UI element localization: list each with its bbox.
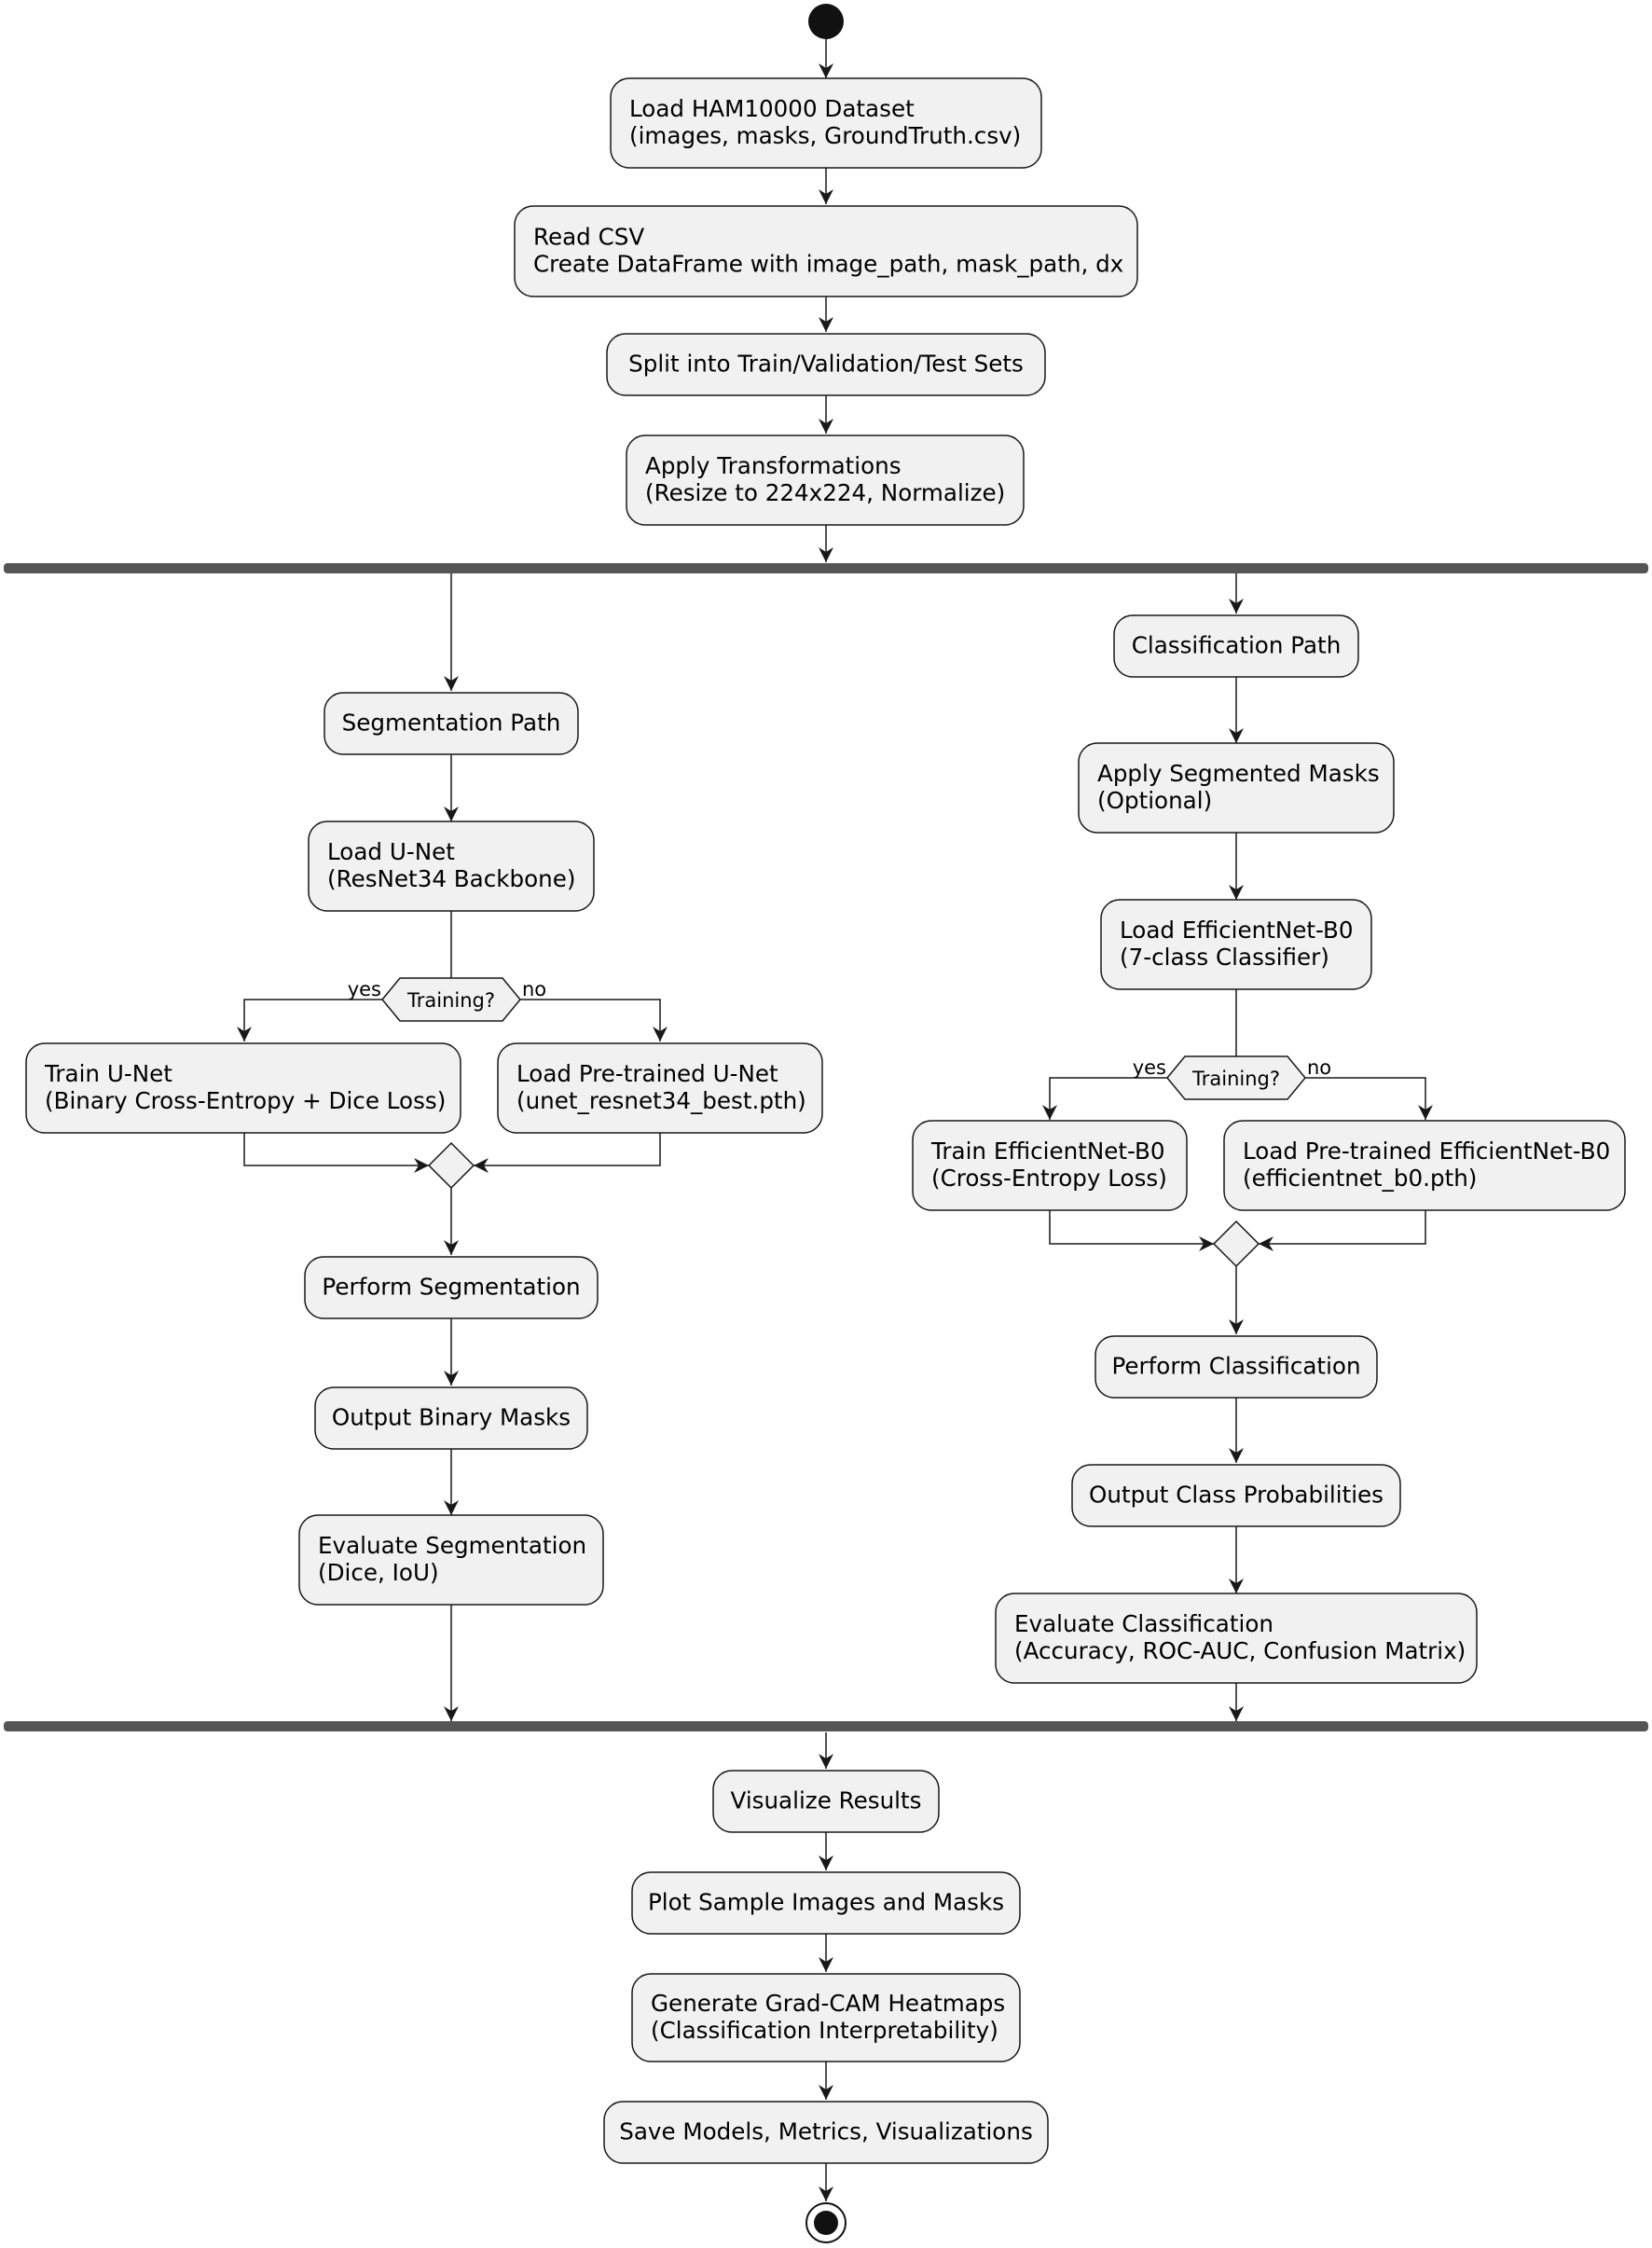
node-apply-masks: Apply Segmented Masks(Optional)	[1078, 742, 1395, 834]
node-evaluate-classification: Evaluate Classification(Accuracy, ROC-AU…	[995, 1593, 1478, 1684]
decision-cls-training-label: Training?	[1191, 1068, 1280, 1090]
node-output-binary-masks: Output Binary Masks	[314, 1386, 588, 1450]
node-visualize-results: Visualize Results	[712, 1770, 940, 1833]
node-output-class-probabilities: Output Class Probabilities	[1071, 1464, 1401, 1527]
merge-cls	[1212, 1220, 1260, 1268]
node-load-unet: Load U-Net(ResNet34 Backbone)	[308, 821, 595, 912]
node-gradcam: Generate Grad-CAM Heatmaps(Classificatio…	[631, 1973, 1021, 2062]
node-label-line: Load Pre-trained U-Net	[516, 1060, 778, 1087]
node-label-line: Output Binary Masks	[332, 1404, 571, 1431]
edge-decision-no	[520, 999, 668, 1041]
node-label-line: Perform Segmentation	[322, 1274, 580, 1301]
node-label-line: (Optional)	[1097, 787, 1212, 814]
node-label-line: Load Pre-trained EfficientNet-B0	[1243, 1138, 1610, 1165]
node-label-line: (Resize to 224x224, Normalize)	[645, 479, 1005, 506]
node-save: Save Models, Metrics, Visualizations	[603, 2101, 1049, 2164]
join-bar	[4, 1721, 1648, 1731]
node-label-line: Generate Grad-CAM Heatmaps	[651, 1990, 1005, 2017]
node-label-line: (Dice, IoU)	[318, 1559, 439, 1586]
node-label-line: Read CSV	[533, 224, 644, 251]
cls-no-label: no	[1307, 1056, 1331, 1079]
node-transform: Apply Transformations(Resize to 224x224,…	[626, 434, 1025, 526]
node-label-line: (Cross-Entropy Loss)	[931, 1165, 1167, 1192]
node-label-line: Visualize Results	[731, 1787, 922, 1814]
end-node	[805, 2202, 847, 2243]
cls-yes-label: yes	[1133, 1056, 1166, 1079]
node-label-line: (ResNet34 Backbone)	[327, 865, 575, 892]
node-label-line: (Classification Interpretability)	[651, 2017, 998, 2044]
start-node	[808, 4, 844, 39]
node-label-line: Train EfficientNet-B0	[930, 1138, 1165, 1165]
node-label-line: Load U-Net	[327, 838, 455, 865]
merge-seg	[427, 1141, 475, 1190]
node-label-line: Evaluate Classification	[1014, 1610, 1273, 1637]
edge-decision-yes	[237, 999, 382, 1041]
node-label-line: (images, masks, GroundTruth.csv)	[629, 122, 1021, 149]
node-seg-path: Segmentation Path	[324, 692, 579, 755]
fork-bar	[4, 563, 1648, 573]
node-perform-segmentation: Perform Segmentation	[304, 1256, 599, 1319]
node-label-line: Load EfficientNet-B0	[1120, 917, 1354, 944]
node-label-line: (Accuracy, ROC-AUC, Confusion Matrix)	[1014, 1637, 1466, 1664]
node-label-line: Train U-Net	[44, 1060, 172, 1087]
node-label-line: Apply Segmented Masks	[1097, 760, 1380, 787]
edge-cls-decision-no	[1305, 1077, 1433, 1120]
node-label-line: Evaluate Segmentation	[318, 1532, 586, 1559]
node-load-efficientnet: Load EfficientNet-B0(7-class Classifier)	[1100, 899, 1372, 990]
node-label-line: Perform Classification	[1111, 1353, 1360, 1380]
node-label-line: Apply Transformations	[645, 452, 902, 479]
node-label-line: (unet_resnet34_best.pth)	[516, 1087, 806, 1114]
node-load-pretrained-unet: Load Pre-trained U-Net(unet_resnet34_bes…	[497, 1042, 823, 1134]
node-label-line: (Binary Cross-Entropy + Dice Loss)	[45, 1087, 446, 1114]
node-label-line: (efficientnet_b0.pth)	[1243, 1165, 1477, 1192]
edge-train-eff-merge	[1049, 1210, 1214, 1251]
decision-cls-training: Training?	[1166, 1055, 1306, 1100]
decision-seg-training-label: Training?	[406, 989, 495, 1012]
seg-no-label: no	[522, 978, 546, 1000]
node-label-line: Save Models, Metrics, Visualizations	[619, 2118, 1033, 2145]
node-label-line: Split into Train/Validation/Test Sets	[628, 351, 1024, 378]
node-perform-classification: Perform Classification	[1094, 1335, 1378, 1399]
seg-yes-label: yes	[348, 978, 381, 1000]
edge-cls-decision-yes	[1042, 1077, 1167, 1120]
node-label-line: Load HAM10000 Dataset	[629, 95, 915, 122]
edge-train-merge	[243, 1133, 429, 1173]
node-load-pretrained-efficientnet: Load Pre-trained EfficientNet-B0(efficie…	[1223, 1120, 1626, 1211]
edge-pre-eff-merge	[1259, 1210, 1426, 1251]
decision-seg-training: Training?	[381, 977, 521, 1022]
node-label-line: Output Class Probabilities	[1089, 1482, 1384, 1509]
node-train-unet: Train U-Net(Binary Cross-Entropy + Dice …	[25, 1042, 461, 1134]
node-cls-path: Classification Path	[1113, 614, 1359, 678]
node-label-line: (7-class Classifier)	[1120, 944, 1329, 971]
node-train-efficientnet: Train EfficientNet-B0(Cross-Entropy Loss…	[912, 1120, 1188, 1211]
node-label-line: Segmentation Path	[342, 710, 561, 737]
node-label-line: Create DataFrame with image_path, mask_p…	[533, 251, 1123, 278]
node-plot-samples: Plot Sample Images and Masks	[631, 1871, 1021, 1935]
node-label-line: Classification Path	[1132, 632, 1342, 659]
node-split: Split into Train/Validation/Test Sets	[606, 333, 1046, 396]
node-evaluate-segmentation: Evaluate Segmentation(Dice, IoU)	[298, 1514, 604, 1606]
node-label-line: Plot Sample Images and Masks	[648, 1889, 1004, 1916]
edge-pre-merge	[474, 1133, 661, 1173]
node-load-dataset: Load HAM10000 Dataset(images, masks, Gro…	[610, 77, 1042, 169]
edges	[237, 39, 1433, 2201]
